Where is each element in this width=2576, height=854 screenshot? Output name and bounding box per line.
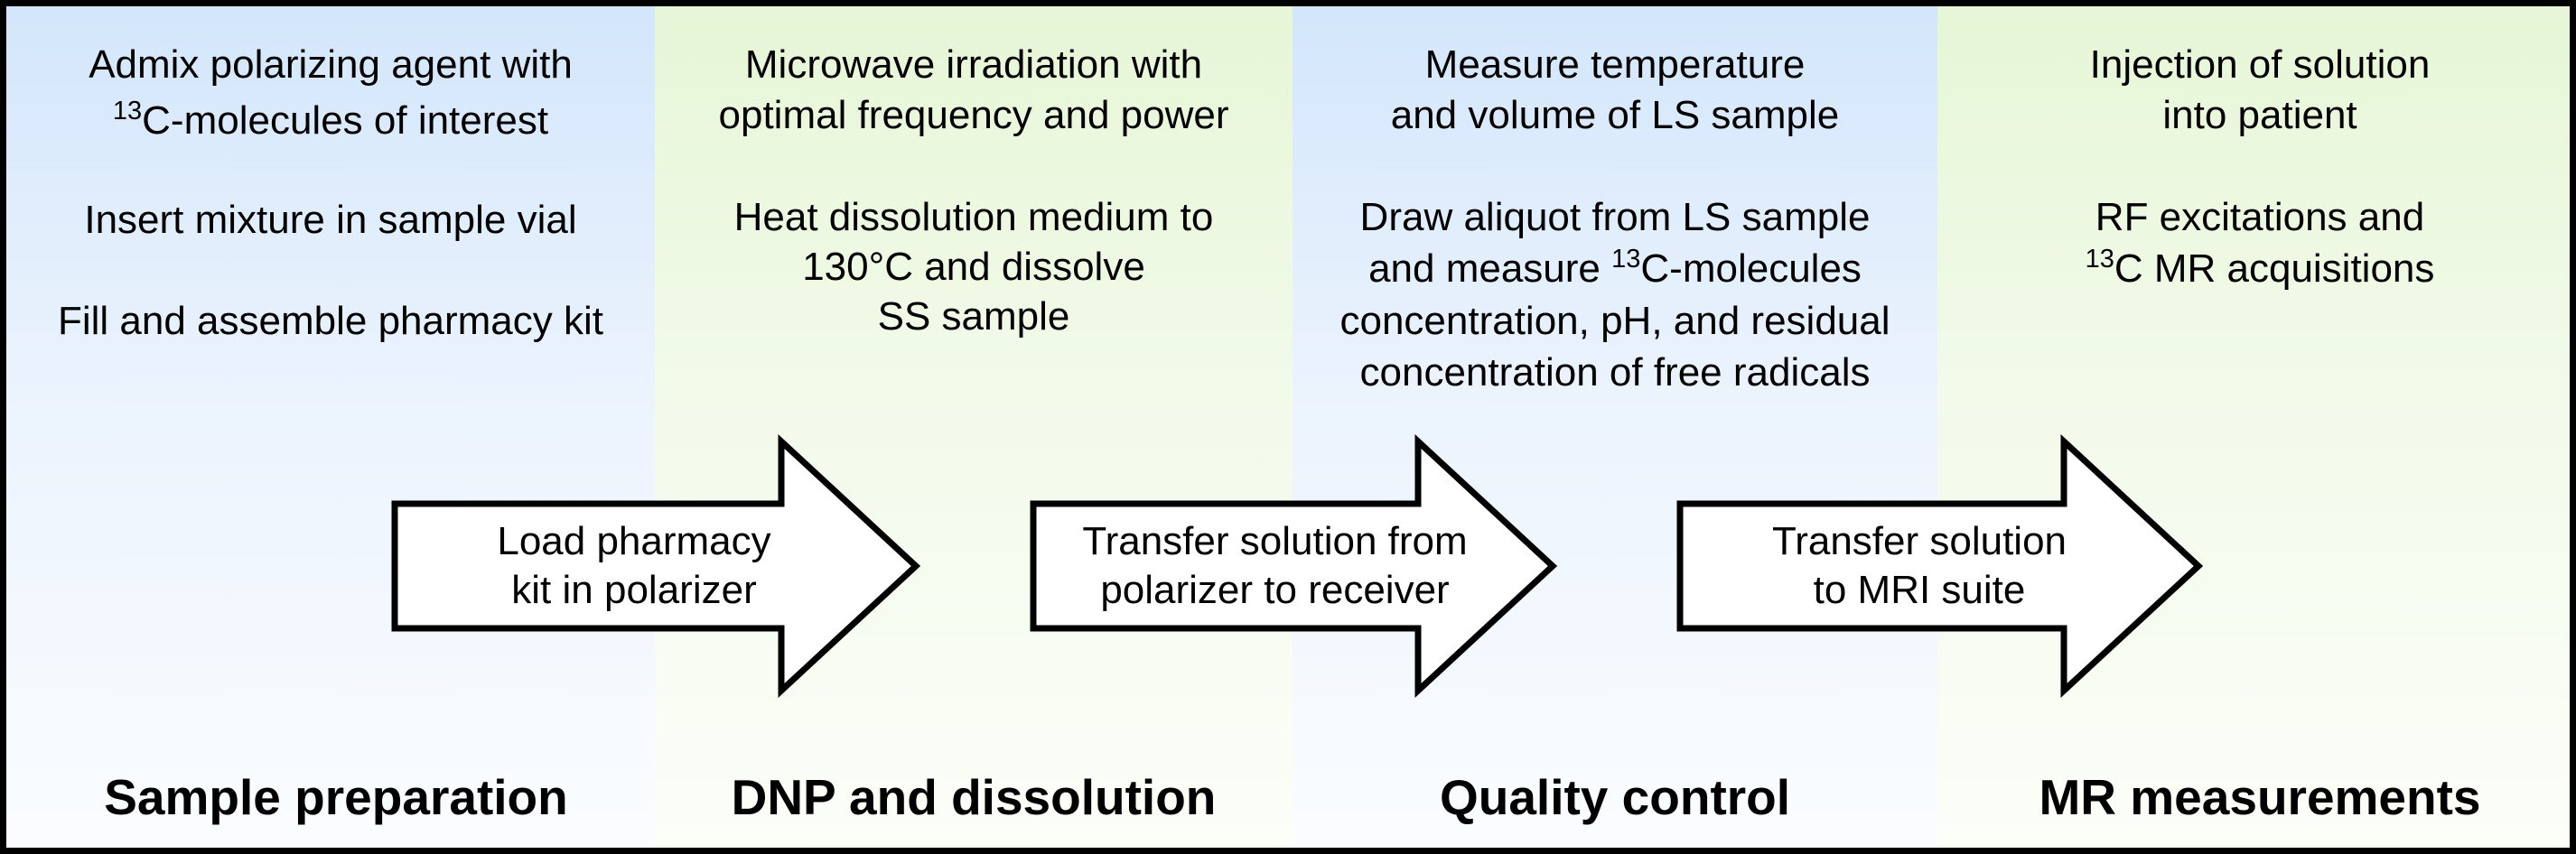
phase-title-sample-preparation: Sample preparation bbox=[104, 769, 568, 825]
panel-quality-control bbox=[1293, 6, 1937, 848]
step-line: 13C-molecules of interest bbox=[112, 97, 549, 144]
panel-dnp-dissolution bbox=[655, 6, 1293, 848]
step-line: Heat dissolution medium to bbox=[733, 195, 1214, 239]
step-line: 130°C and dissolve bbox=[802, 245, 1145, 289]
superscript: 13 bbox=[2085, 245, 2114, 274]
arrow-label: Load pharmacy kit in polarizer bbox=[497, 519, 771, 612]
arrows-layer bbox=[391, 433, 2204, 699]
step-line: Microwave irradiation with bbox=[744, 42, 1203, 87]
step-line: Fill and assemble pharmacy kit bbox=[57, 299, 603, 343]
step-line: optimal frequency and power bbox=[718, 93, 1229, 137]
step-line: concentration of free radicals bbox=[1359, 350, 1871, 395]
phase-title-quality-control: Quality control bbox=[1439, 769, 1791, 825]
step-line: and volume of LS sample bbox=[1390, 93, 1840, 137]
step-line: Measure temperature bbox=[1424, 42, 1806, 87]
panel-mr-measurements bbox=[1937, 6, 2570, 848]
superscript: 13 bbox=[1611, 245, 1641, 274]
process-arrow bbox=[1676, 433, 2204, 699]
phase-title-dnp-dissolution: DNP and dissolution bbox=[731, 769, 1217, 825]
step-line: 13C MR acquisitions bbox=[2085, 245, 2435, 292]
step-line: RF excitations and bbox=[2095, 195, 2425, 239]
step-line: and measure 13C-molecules bbox=[1368, 245, 1862, 292]
process-arrow bbox=[391, 433, 921, 699]
step-line: Admix polarizing agent with bbox=[89, 42, 573, 87]
process-arrow bbox=[1030, 433, 1558, 699]
step-line: into patient bbox=[2162, 93, 2357, 137]
step-line: concentration, pH, and residual bbox=[1339, 299, 1890, 343]
step-line: Injection of solution bbox=[2089, 42, 2431, 87]
step-line: SS sample bbox=[877, 294, 1070, 339]
panel-sample-preparation bbox=[6, 6, 655, 848]
arrow-label: Transfer solution to MRI suite bbox=[1771, 519, 2067, 612]
step-line: Insert mixture in sample vial bbox=[84, 198, 577, 242]
superscript: 13 bbox=[112, 97, 143, 125]
step-line: Draw aliquot from LS sample bbox=[1359, 195, 1871, 239]
arrow-label: Transfer solution from polarizer to rece… bbox=[1082, 519, 1468, 612]
phase-title-mr-measurements: MR measurements bbox=[2039, 769, 2481, 825]
